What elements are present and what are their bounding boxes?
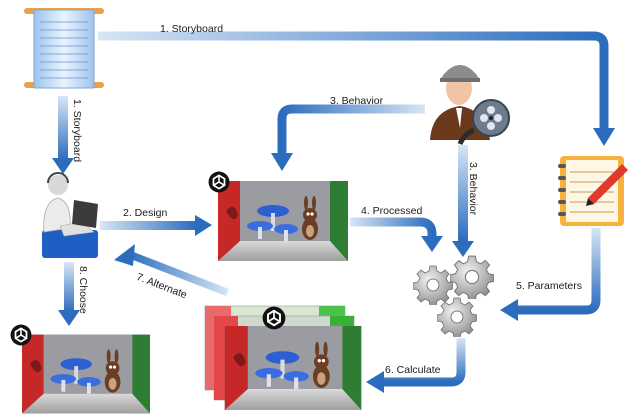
- arrow-parameters: [516, 228, 601, 315]
- label-behavior-side: 3. Behavior: [467, 162, 479, 216]
- arrow-head-parameters: [500, 299, 518, 321]
- designer-icon: [42, 172, 98, 258]
- arrow-behavior-to-gears: [458, 145, 468, 241]
- label-processed: 4. Processed: [361, 205, 423, 217]
- arrow-design: [100, 221, 196, 230]
- film-reel-icon: [457, 99, 510, 146]
- label-storyboard-side: 1. Storyboard: [71, 99, 83, 163]
- label-choose: 8. Choose: [77, 266, 89, 314]
- label-calculate: 6. Calculate: [385, 364, 441, 376]
- arrow-head-alternate: [114, 244, 135, 266]
- arrow-storyboard-to-designer: [58, 96, 68, 160]
- label-design: 2. Design: [123, 207, 168, 219]
- arrow-behavior-to-scene: [277, 104, 425, 153]
- unity-logo-icon: [10, 324, 32, 346]
- director-icon: [430, 65, 490, 140]
- processed-scene: [208, 171, 348, 261]
- arrows: [52, 31, 615, 393]
- gears-icon: [413, 255, 494, 337]
- arrow-head-designer: [52, 158, 74, 174]
- arrow-head-design: [195, 215, 212, 236]
- scroll-icon: [24, 8, 104, 89]
- alternate-scenes-stack: [204, 305, 362, 410]
- unity-logo-icon: [208, 171, 230, 193]
- arrow-head-gears-behavior: [452, 241, 474, 257]
- notepad-icon: [558, 156, 628, 226]
- arrow-alternate: [128, 251, 229, 296]
- unity-logo-icon: [262, 306, 286, 330]
- arrow-head-scene: [271, 153, 293, 171]
- arrow-choose: [64, 262, 74, 312]
- arrow-head-processed: [421, 236, 443, 252]
- arrow-head-choose: [58, 310, 80, 326]
- arrow-storyboard-to-notepad: [98, 31, 609, 128]
- chosen-scene: [10, 324, 150, 414]
- label-parameters: 5. Parameters: [516, 280, 582, 292]
- label-behavior-top: 3. Behavior: [330, 95, 384, 107]
- arrow-processed: [350, 217, 437, 238]
- label-storyboard-top: 1. Storyboard: [160, 23, 224, 35]
- arrow-calculate: [382, 338, 466, 387]
- arrow-head-calculate: [366, 371, 384, 393]
- arrow-head-notepad: [593, 128, 615, 146]
